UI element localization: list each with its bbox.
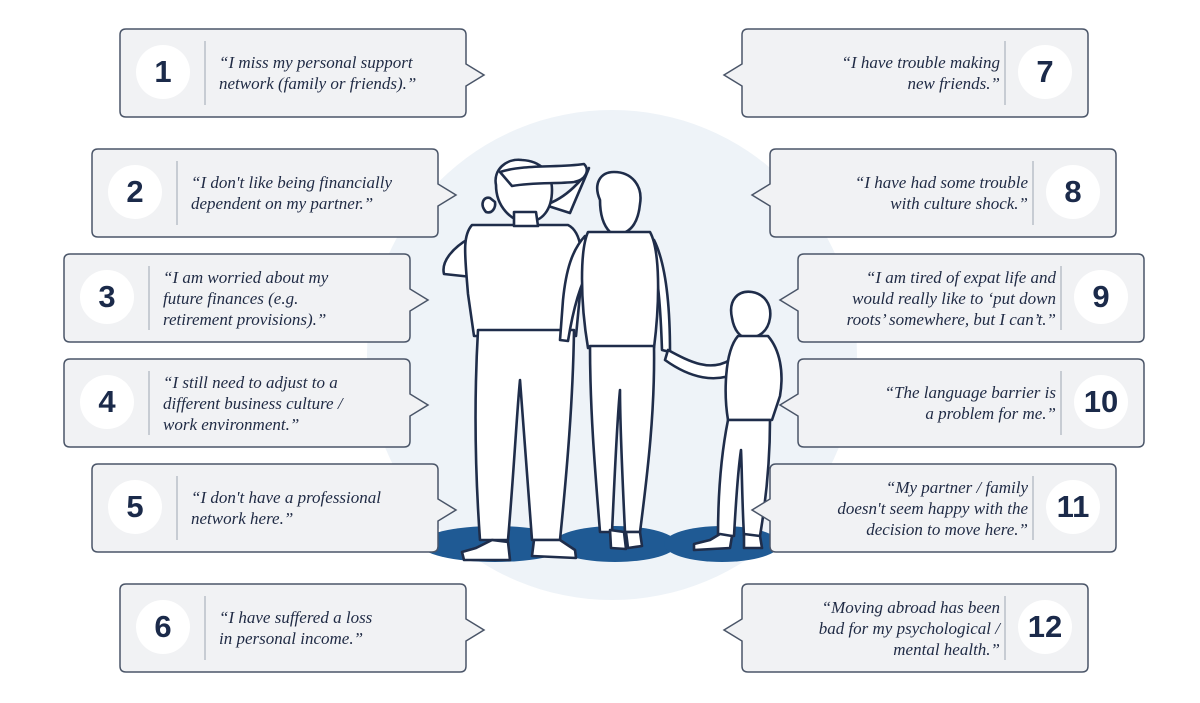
statement-number: 6	[136, 600, 190, 654]
bubble-shape	[750, 148, 1117, 238]
statement-text: “My partner / family doesn't seem happy …	[837, 477, 1028, 539]
divider-line	[148, 266, 150, 330]
statement-bubble-4: 4 “I still need to adjust to a different…	[63, 358, 430, 448]
divider-line	[1004, 596, 1006, 660]
statement-bubble-3: 3 “I am worried about my future finances…	[63, 253, 430, 343]
statement-bubble-9: “I am tired of expat life and would real…	[778, 253, 1145, 343]
statement-text: “I don't like being financially dependen…	[191, 173, 392, 213]
divider-line	[1060, 266, 1062, 330]
statement-bubble-1: 1 “I miss my personal support network (f…	[119, 28, 486, 118]
statement-text: “I have trouble making new friends.”	[841, 53, 1000, 93]
statement-text: “I have had some trouble with culture sh…	[854, 173, 1028, 213]
statement-bubble-5: 5 “I don't have a professional network h…	[91, 463, 458, 553]
statement-bubble-8: “I have had some trouble with culture sh…	[750, 148, 1117, 238]
divider-line	[148, 371, 150, 435]
statement-number: 12	[1018, 600, 1072, 654]
woman-figure	[558, 170, 672, 551]
divider-line	[176, 476, 178, 540]
statement-number: 11	[1046, 480, 1100, 534]
bubble-shape	[722, 28, 1089, 118]
statement-text: “I miss my personal support network (fam…	[219, 53, 417, 93]
bubble-shape	[119, 28, 486, 118]
bubble-shape	[778, 358, 1145, 448]
statement-text: “I am worried about my future finances (…	[163, 267, 329, 329]
statement-text: “I still need to adjust to a different b…	[163, 372, 343, 434]
statement-number: 3	[80, 270, 134, 324]
bubble-shape	[750, 463, 1117, 553]
statement-text: “The language barrier is a problem for m…	[884, 383, 1056, 423]
statement-bubble-12: “Moving abroad has been bad for my psych…	[722, 583, 1089, 673]
statement-text: “Moving abroad has been bad for my psych…	[818, 597, 1000, 659]
statement-number: 4	[80, 375, 134, 429]
statement-number: 8	[1046, 165, 1100, 219]
statement-text: “I am tired of expat life and would real…	[846, 267, 1056, 329]
divider-line	[176, 161, 178, 225]
statement-number: 9	[1074, 270, 1128, 324]
divider-line	[1004, 41, 1006, 105]
statement-number: 2	[108, 165, 162, 219]
child-figure	[663, 290, 783, 552]
bubble-shape	[722, 583, 1089, 673]
bubble-shape	[63, 358, 430, 448]
statement-text: “I don't have a professional network her…	[191, 488, 381, 528]
statement-bubble-2: 2 “I don't like being financially depend…	[91, 148, 458, 238]
statement-number: 10	[1074, 375, 1128, 429]
bubble-shape	[91, 148, 458, 238]
statement-bubble-7: “I have trouble making new friends.” 7	[722, 28, 1089, 118]
statement-number: 7	[1018, 45, 1072, 99]
statement-number: 1	[136, 45, 190, 99]
divider-line	[1060, 371, 1062, 435]
divider-line	[1032, 476, 1034, 540]
statement-bubble-10: “The language barrier is a problem for m…	[778, 358, 1145, 448]
divider-line	[204, 596, 206, 660]
man-figure	[442, 158, 591, 562]
bubble-shape	[119, 583, 486, 673]
statement-bubble-6: 6 “I have suffered a loss in personal in…	[119, 583, 486, 673]
statement-bubble-11: “My partner / family doesn't seem happy …	[750, 463, 1117, 553]
bubble-shape	[63, 253, 430, 343]
statement-number: 5	[108, 480, 162, 534]
statement-text: “I have suffered a loss in personal inco…	[219, 608, 373, 648]
bubble-shape	[778, 253, 1145, 343]
bubble-shape	[91, 463, 458, 553]
divider-line	[1032, 161, 1034, 225]
divider-line	[204, 41, 206, 105]
